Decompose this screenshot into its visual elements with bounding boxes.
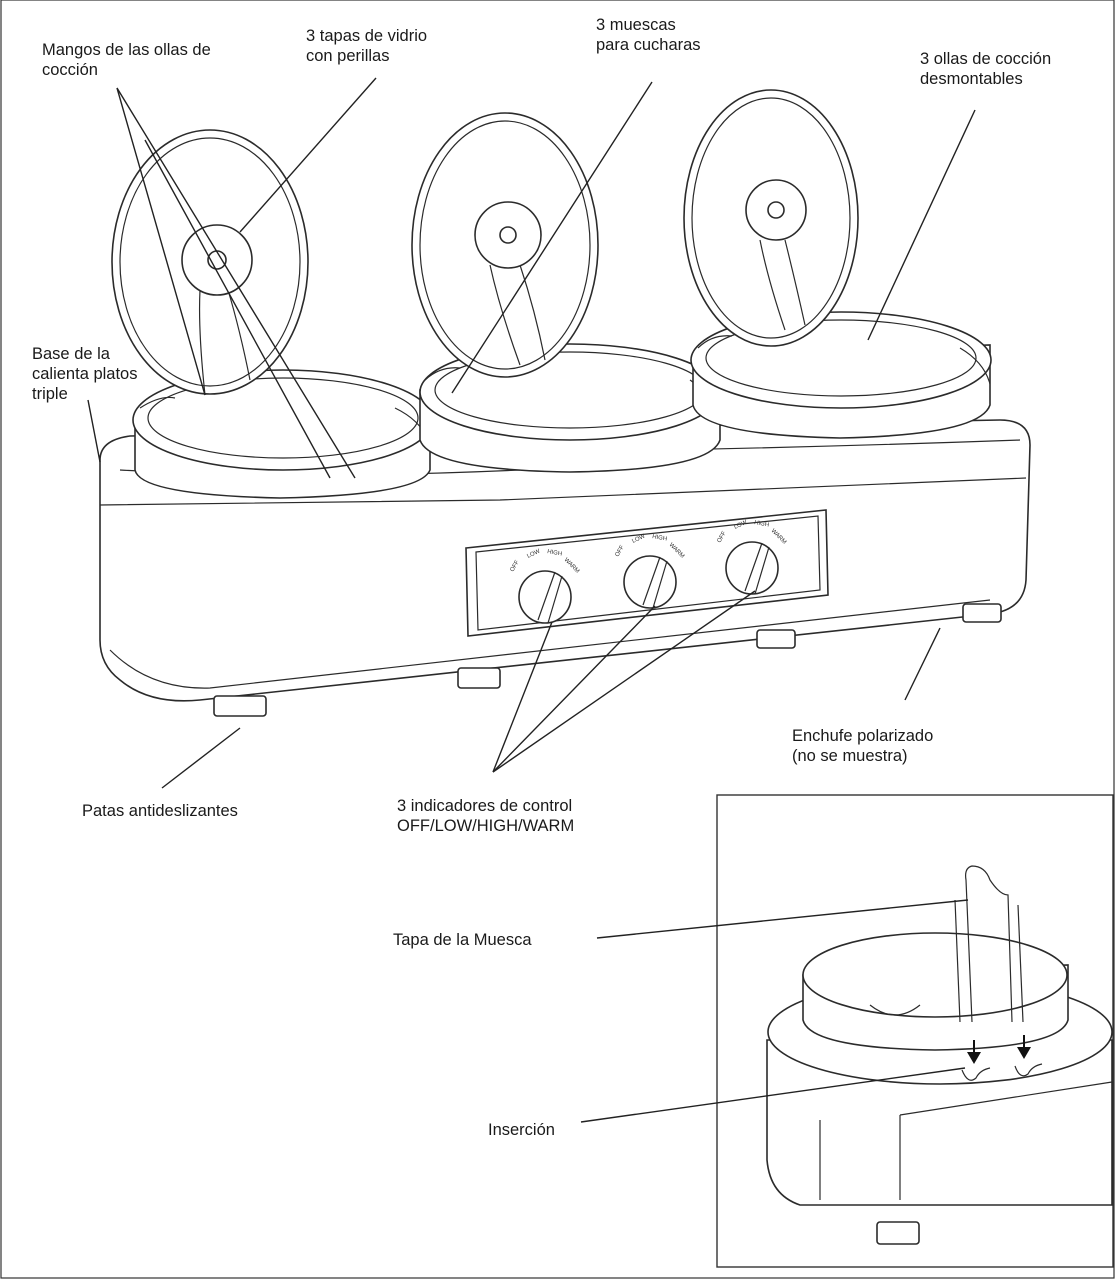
foot xyxy=(457,667,501,689)
label-handles: Mangos de las ollas de cocción xyxy=(42,41,211,79)
foot xyxy=(962,603,1002,623)
glass-lid-left xyxy=(111,129,309,396)
dial-mark-high: HIGH xyxy=(754,520,770,529)
leader-base xyxy=(87,399,101,463)
leader-handles xyxy=(116,87,206,396)
dial-mark-off: OFF xyxy=(510,559,521,573)
leader-notches xyxy=(451,81,653,394)
glass-lid-right xyxy=(683,89,859,347)
label-insertion: Inserción xyxy=(488,1121,555,1139)
label-plug: Enchufe polarizado (no se muestra) xyxy=(792,727,934,765)
leader-controls xyxy=(492,621,553,773)
dial-mark-low: LOW xyxy=(526,548,541,559)
control-dial xyxy=(518,570,572,624)
dial-mark-high: HIGH xyxy=(547,549,563,558)
dial-mark-high: HIGH xyxy=(652,534,668,543)
label-notches: 3 muescas para cucharas xyxy=(596,16,701,54)
label-lids: 3 tapas de vidrio con perillas xyxy=(306,27,428,65)
leader-lines xyxy=(87,77,976,789)
leader-controls xyxy=(492,605,656,773)
label-feet: Patas antideslizantes xyxy=(82,802,238,820)
leader-controls xyxy=(492,590,756,773)
label-controls: 3 indicadores de control OFF/LOW/HIGH/WA… xyxy=(397,797,575,835)
cooking-pot-left xyxy=(132,369,434,499)
control-dial xyxy=(623,555,677,609)
dial-mark-low: LOW xyxy=(733,519,748,530)
feet xyxy=(213,603,1002,717)
leader-handles xyxy=(144,139,331,479)
foot xyxy=(756,629,796,649)
glass-lid-center xyxy=(411,112,599,378)
leader-feet xyxy=(161,727,241,789)
inset-detail xyxy=(580,794,1114,1268)
leader-handles xyxy=(116,87,356,479)
leader-lids xyxy=(239,77,377,233)
label-pots: 3 ollas de cocción desmontables xyxy=(920,50,1052,88)
label-base: Base de la calienta platos triple xyxy=(32,345,138,403)
foot xyxy=(213,695,267,717)
leader-plug xyxy=(904,627,941,701)
dial-mark-low: LOW xyxy=(631,533,646,544)
control-dial xyxy=(725,541,779,595)
dial-mark-off: OFF xyxy=(717,530,728,544)
leader-pots xyxy=(867,109,976,341)
label-notch-lid: Tapa de la Muesca xyxy=(393,931,532,949)
dial-mark-off: OFF xyxy=(615,544,626,558)
